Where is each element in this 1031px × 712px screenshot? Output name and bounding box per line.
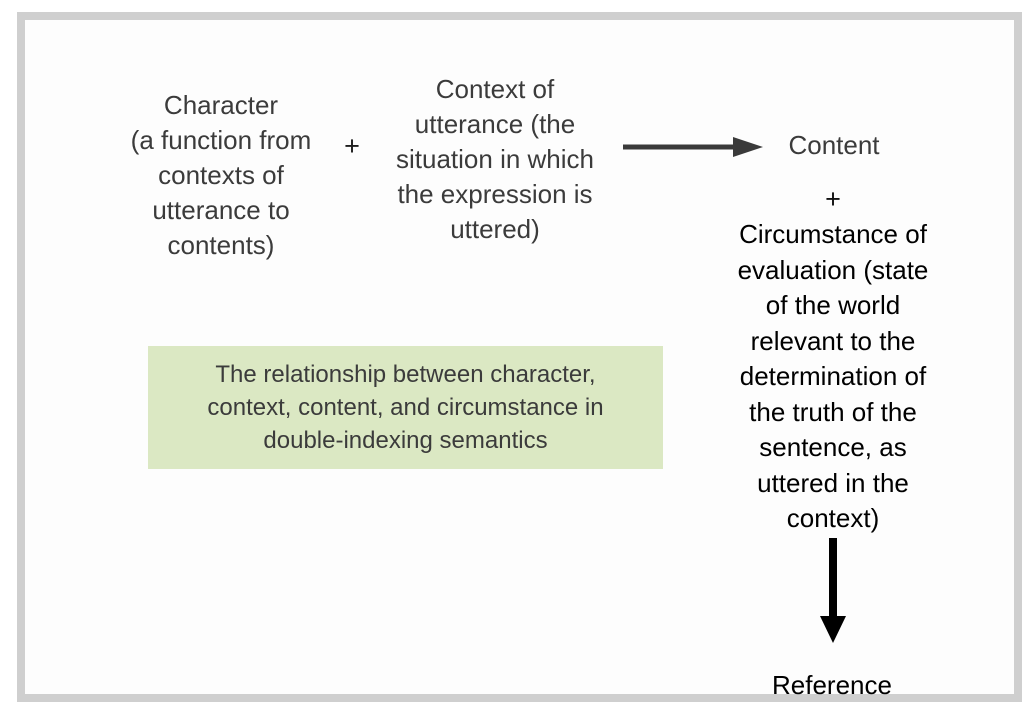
node-context-of-utterance: Context of utterance (the situation in w… [375,72,615,247]
node-character: Character (a function from contexts of u… [109,88,333,263]
node-reference-line-1: Reference [772,670,892,700]
node-circumstance-line-2: evaluation (state [737,254,929,285]
node-character-line-4: utterance to [152,195,290,225]
node-circumstance-line-3: of the world [765,290,901,320]
node-circumstance-of-evaluation: Circumstance of evaluation (state of the… [711,217,955,537]
caption-line-3: double-indexing semantics [263,427,548,454]
node-context-line-2: utterance (the [414,109,576,139]
caption-box: The relationship between character, cont… [148,346,663,469]
node-circumstance-line-5: determination of [739,361,927,391]
node-content-line-1: Content [788,130,880,160]
node-context-line-4: the expression is [397,179,593,209]
caption-text: The relationship between character, cont… [193,358,617,457]
node-circumstance-line-8: uttered in the [757,467,909,498]
node-content: Content [749,128,919,162]
node-circumstance-line-1: Circumstance of [739,219,927,249]
node-character-line-5: contents) [167,230,275,260]
node-reference: Reference [741,670,923,700]
plus-operator-left: + [344,131,360,161]
arrow-down-icon [807,538,859,648]
node-circumstance-line-4: relevant to the [750,325,916,356]
node-circumstance-line-9: context) [786,503,880,533]
node-context-line-3: situation in which [396,144,594,174]
node-character-line-2: (a function from [130,125,312,155]
node-character-line-1: Character [163,90,279,120]
node-circumstance-line-6: the truth of the [749,396,917,427]
caption-line-2: context, content, and circumstance in [207,394,604,421]
node-context-line-5: uttered) [450,214,540,244]
node-character-line-3: contexts of [158,160,284,190]
diagram-frame: Character (a function from contexts of u… [17,12,1022,702]
arrow-right-icon [623,128,763,166]
node-circumstance-line-7: sentence, as [759,432,907,462]
node-context-line-1: Context of [435,74,555,104]
caption-line-1: The relationship between character, [215,361,596,388]
plus-operator-right: + [825,184,841,214]
